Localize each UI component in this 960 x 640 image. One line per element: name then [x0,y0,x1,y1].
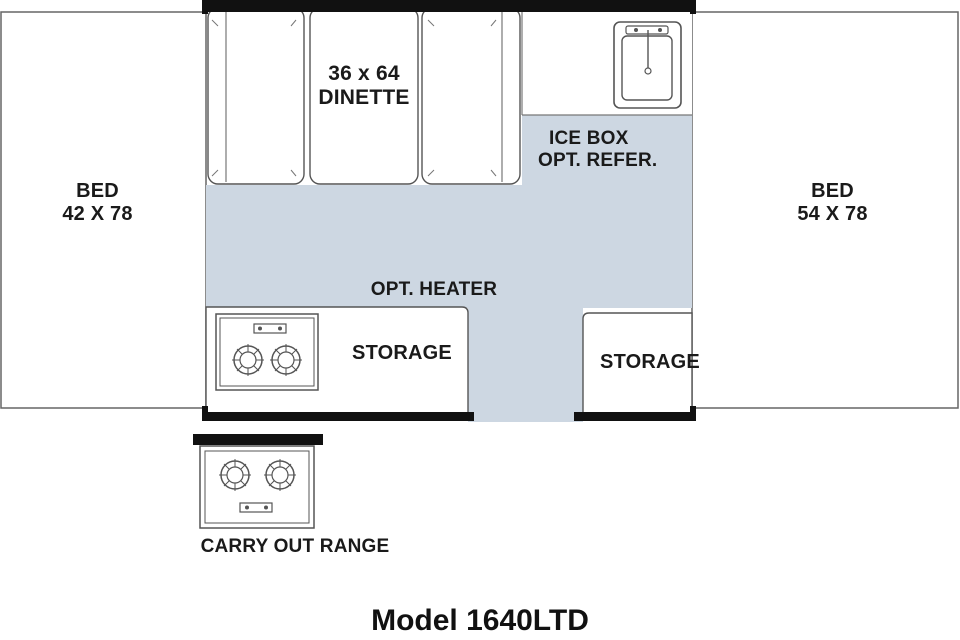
bed-left-label-size: 42 X 78 [62,203,133,225]
dinette-label: 36 x 64 DINETTE [304,62,424,110]
floor-area [206,115,692,422]
sink-icon [613,21,682,109]
dinette-bench-left [207,7,305,185]
icebox-label-line1: ICE BOX [549,128,629,149]
stove-icon [215,313,319,391]
carry-out-stove-icon [193,434,323,529]
bed-right-label-size: 54 X 78 [797,203,868,225]
storage-left-label: STORAGE [352,342,452,364]
heater-label: OPT. HEATER [370,279,498,300]
bed-left-label-name: BED [76,180,119,202]
storage-right [582,312,693,415]
carry-out-range-label: CARRY OUT RANGE [200,536,390,557]
icebox-label: ICE BOX OPT. REFER. [538,128,698,172]
bed-left [0,11,207,409]
dinette-label-name: DINETTE [318,86,410,110]
bed-right-label-name: BED [811,180,854,202]
bed-left-label: BED 42 X 78 [40,180,155,226]
bed-right [691,11,959,409]
walls [202,0,696,421]
dinette-label-size: 36 x 64 [328,62,400,85]
dinette-bench-right [421,7,521,185]
storage-right-label: STORAGE [600,351,700,373]
model-title: Model 1640LTD [371,604,589,637]
icebox-label-line2: OPT. REFER. [538,149,658,171]
bed-right-label: BED 54 X 78 [775,180,890,226]
